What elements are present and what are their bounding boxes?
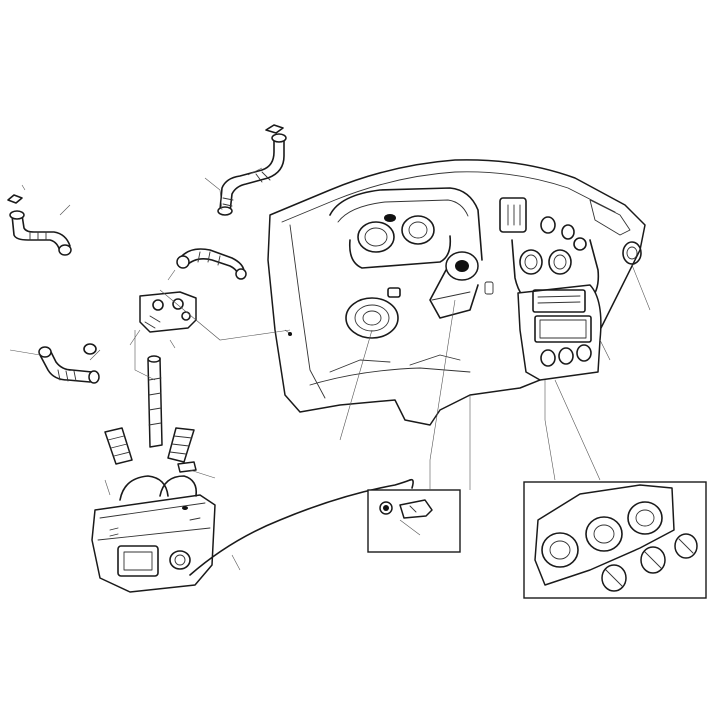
switch-detail	[367, 489, 461, 553]
vertical-duct	[147, 355, 163, 448]
instrument-cluster-gauges	[348, 214, 452, 269]
heater-control-panel-detail	[523, 481, 707, 599]
steering-column-hub	[345, 251, 494, 339]
distribution-box	[139, 291, 197, 333]
side-air-vent-right	[622, 241, 642, 265]
control-cable	[189, 478, 414, 576]
bellows-pair	[104, 427, 197, 473]
duct-hose-mid	[176, 248, 247, 280]
leader-lines	[9, 167, 651, 571]
duct-hose-top	[217, 124, 287, 216]
duct-hose-lower-left	[38, 343, 100, 384]
center-console-radio	[499, 197, 602, 381]
duct-hose-left	[7, 194, 72, 256]
heater-unit	[91, 475, 216, 593]
